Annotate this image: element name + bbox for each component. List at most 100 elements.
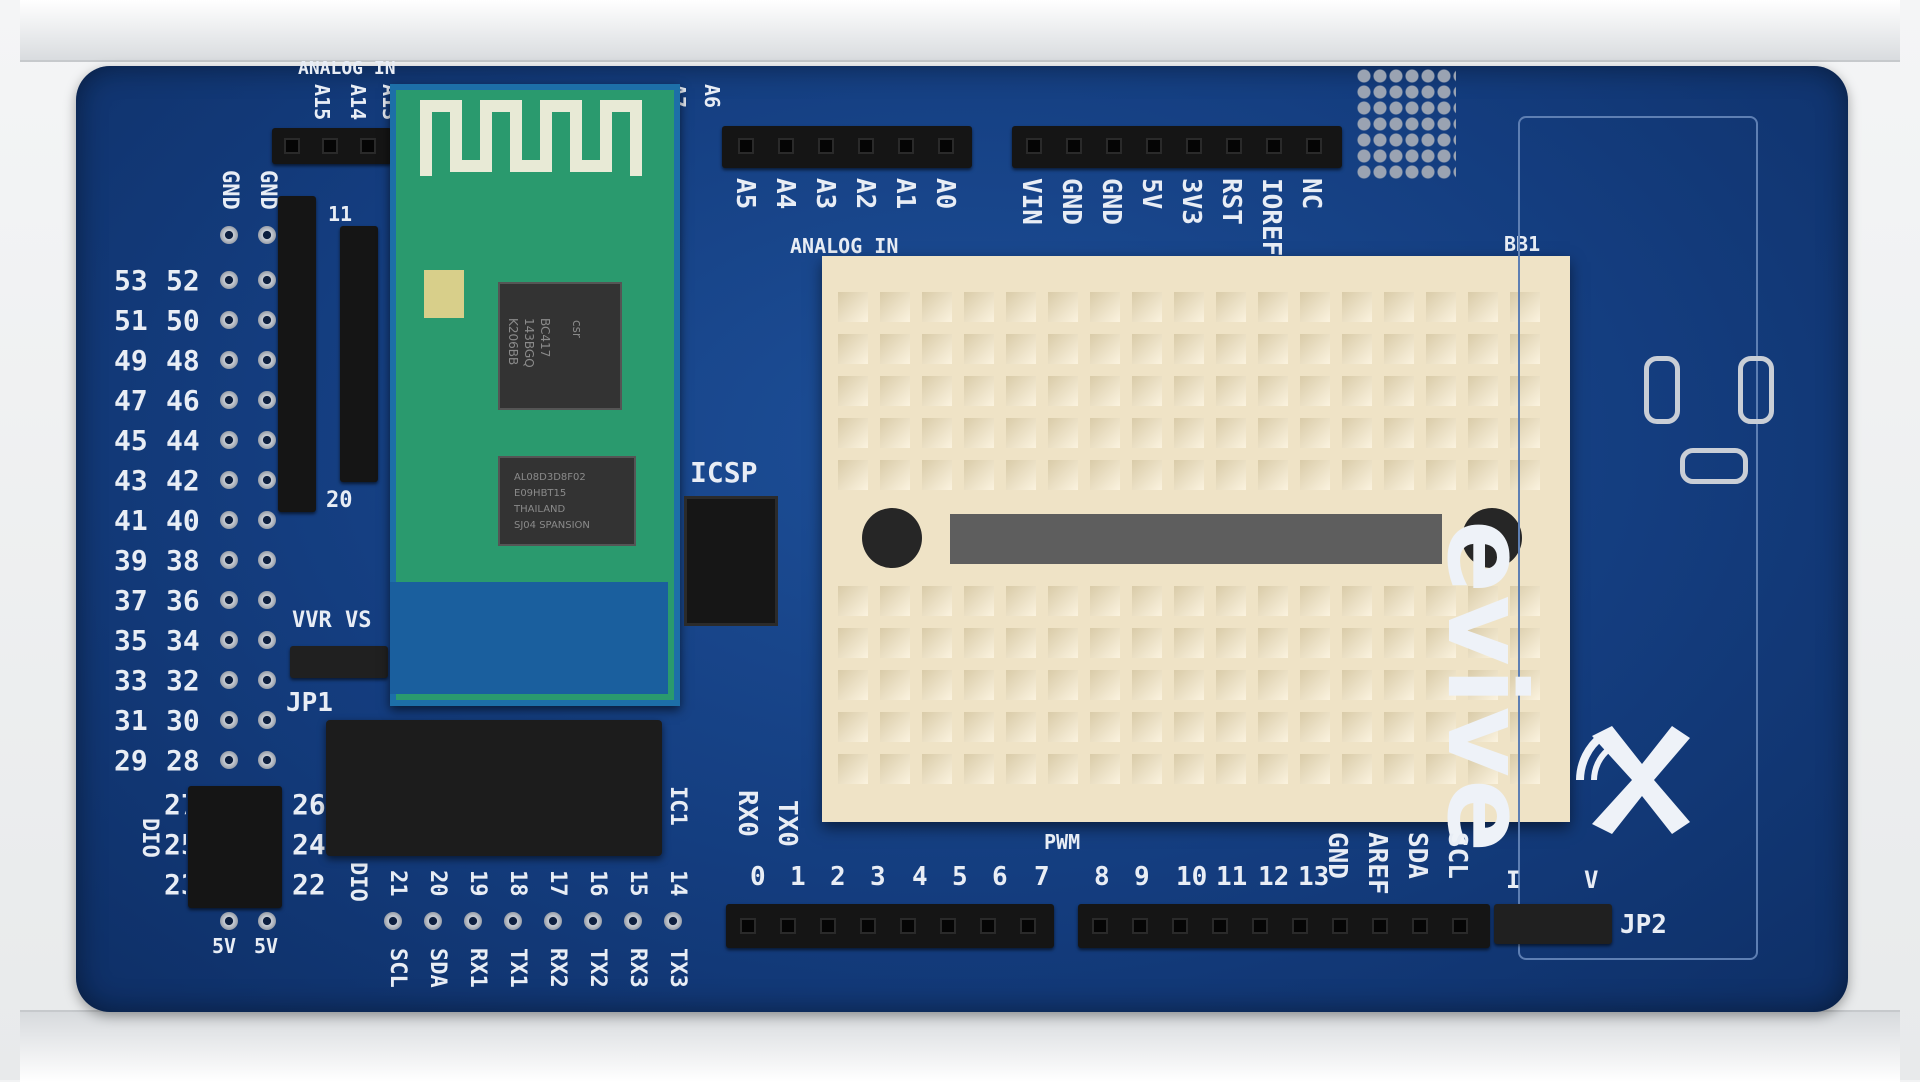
- breadboard-hole[interactable]: [1258, 754, 1288, 784]
- breadboard-hole[interactable]: [1006, 376, 1036, 406]
- breadboard-hole[interactable]: [1468, 334, 1498, 364]
- breadboard-hole[interactable]: [1258, 418, 1288, 448]
- breadboard-hole[interactable]: [1384, 334, 1414, 364]
- breadboard-hole[interactable]: [1384, 292, 1414, 322]
- breadboard-hole[interactable]: [1048, 334, 1078, 364]
- breadboard-hole[interactable]: [1426, 586, 1456, 616]
- breadboard-hole[interactable]: [1006, 712, 1036, 742]
- breadboard-hole[interactable]: [1384, 376, 1414, 406]
- breadboard-hole[interactable]: [1216, 754, 1246, 784]
- breadboard-hole[interactable]: [1300, 586, 1330, 616]
- breadboard-hole[interactable]: [1132, 670, 1162, 700]
- breadboard-hole[interactable]: [1426, 460, 1456, 490]
- breadboard-hole[interactable]: [1468, 460, 1498, 490]
- breadboard-hole[interactable]: [1468, 376, 1498, 406]
- breadboard-hole[interactable]: [880, 334, 910, 364]
- breadboard-hole[interactable]: [880, 586, 910, 616]
- breadboard-hole[interactable]: [1342, 376, 1372, 406]
- breadboard-hole[interactable]: [1174, 292, 1204, 322]
- breadboard-hole[interactable]: [1300, 460, 1330, 490]
- breadboard-hole[interactable]: [1510, 670, 1540, 700]
- breadboard-hole[interactable]: [1384, 418, 1414, 448]
- breadboard-hole[interactable]: [1174, 376, 1204, 406]
- breadboard-hole[interactable]: [1174, 586, 1204, 616]
- breadboard-hole[interactable]: [922, 586, 952, 616]
- breadboard-hole[interactable]: [1342, 670, 1372, 700]
- breadboard-hole[interactable]: [1258, 292, 1288, 322]
- breadboard-hole[interactable]: [838, 334, 868, 364]
- breadboard-hole[interactable]: [1300, 670, 1330, 700]
- breadboard-hole[interactable]: [964, 292, 994, 322]
- breadboard-hole[interactable]: [1300, 418, 1330, 448]
- breadboard-hole[interactable]: [1342, 754, 1372, 784]
- breadboard-hole[interactable]: [922, 670, 952, 700]
- breadboard-hole[interactable]: [1216, 376, 1246, 406]
- breadboard-hole[interactable]: [880, 628, 910, 658]
- breadboard-hole[interactable]: [922, 754, 952, 784]
- breadboard-hole[interactable]: [1216, 460, 1246, 490]
- breadboard-hole[interactable]: [880, 376, 910, 406]
- breadboard-hole[interactable]: [1468, 418, 1498, 448]
- breadboard-hole[interactable]: [1258, 670, 1288, 700]
- breadboard-hole[interactable]: [1006, 334, 1036, 364]
- breadboard-hole[interactable]: [1258, 334, 1288, 364]
- breadboard-hole[interactable]: [1384, 460, 1414, 490]
- breadboard-hole[interactable]: [964, 334, 994, 364]
- breadboard-hole[interactable]: [964, 754, 994, 784]
- breadboard-hole[interactable]: [1174, 712, 1204, 742]
- breadboard-hole[interactable]: [1132, 712, 1162, 742]
- breadboard-hole[interactable]: [1510, 628, 1540, 658]
- breadboard-hole[interactable]: [1090, 376, 1120, 406]
- breadboard-hole[interactable]: [964, 670, 994, 700]
- breadboard-hole[interactable]: [1300, 754, 1330, 784]
- breadboard-hole[interactable]: [1048, 712, 1078, 742]
- breadboard-hole[interactable]: [1426, 292, 1456, 322]
- breadboard-hole[interactable]: [838, 460, 868, 490]
- breadboard-hole[interactable]: [1174, 334, 1204, 364]
- breadboard-hole[interactable]: [1090, 754, 1120, 784]
- breadboard-hole[interactable]: [838, 670, 868, 700]
- breadboard-hole[interactable]: [1216, 670, 1246, 700]
- breadboard-hole[interactable]: [1426, 754, 1456, 784]
- breadboard-hole[interactable]: [880, 418, 910, 448]
- breadboard-hole[interactable]: [1510, 376, 1540, 406]
- breadboard-hole[interactable]: [1132, 628, 1162, 658]
- breadboard-hole[interactable]: [1300, 376, 1330, 406]
- breadboard-hole[interactable]: [1090, 628, 1120, 658]
- breadboard-hole[interactable]: [1426, 628, 1456, 658]
- breadboard-hole[interactable]: [1048, 418, 1078, 448]
- breadboard-hole[interactable]: [1132, 418, 1162, 448]
- breadboard-hole[interactable]: [1132, 292, 1162, 322]
- breadboard-hole[interactable]: [1090, 712, 1120, 742]
- breadboard-hole[interactable]: [1510, 460, 1540, 490]
- breadboard-hole[interactable]: [922, 376, 952, 406]
- breadboard-hole[interactable]: [1006, 670, 1036, 700]
- breadboard-hole[interactable]: [880, 670, 910, 700]
- breadboard-hole[interactable]: [1468, 754, 1498, 784]
- breadboard-hole[interactable]: [1342, 628, 1372, 658]
- breadboard-hole[interactable]: [1216, 628, 1246, 658]
- breadboard-hole[interactable]: [1006, 460, 1036, 490]
- breadboard-hole[interactable]: [1384, 754, 1414, 784]
- breadboard-hole[interactable]: [838, 628, 868, 658]
- breadboard-hole[interactable]: [1342, 586, 1372, 616]
- breadboard-hole[interactable]: [964, 376, 994, 406]
- breadboard-hole[interactable]: [1342, 292, 1372, 322]
- breadboard-hole[interactable]: [1132, 586, 1162, 616]
- breadboard-hole[interactable]: [1216, 418, 1246, 448]
- breadboard-hole[interactable]: [880, 292, 910, 322]
- breadboard-hole[interactable]: [1510, 586, 1540, 616]
- breadboard-hole[interactable]: [1048, 460, 1078, 490]
- breadboard-hole[interactable]: [922, 628, 952, 658]
- breadboard-hole[interactable]: [964, 460, 994, 490]
- breadboard-hole[interactable]: [1132, 334, 1162, 364]
- breadboard-hole[interactable]: [1426, 712, 1456, 742]
- breadboard-hole[interactable]: [1342, 712, 1372, 742]
- breadboard-hole[interactable]: [1342, 418, 1372, 448]
- breadboard-hole[interactable]: [1216, 712, 1246, 742]
- breadboard-hole[interactable]: [880, 712, 910, 742]
- breadboard-hole[interactable]: [838, 418, 868, 448]
- breadboard-hole[interactable]: [1300, 712, 1330, 742]
- breadboard-hole[interactable]: [922, 418, 952, 448]
- breadboard-hole[interactable]: [1258, 586, 1288, 616]
